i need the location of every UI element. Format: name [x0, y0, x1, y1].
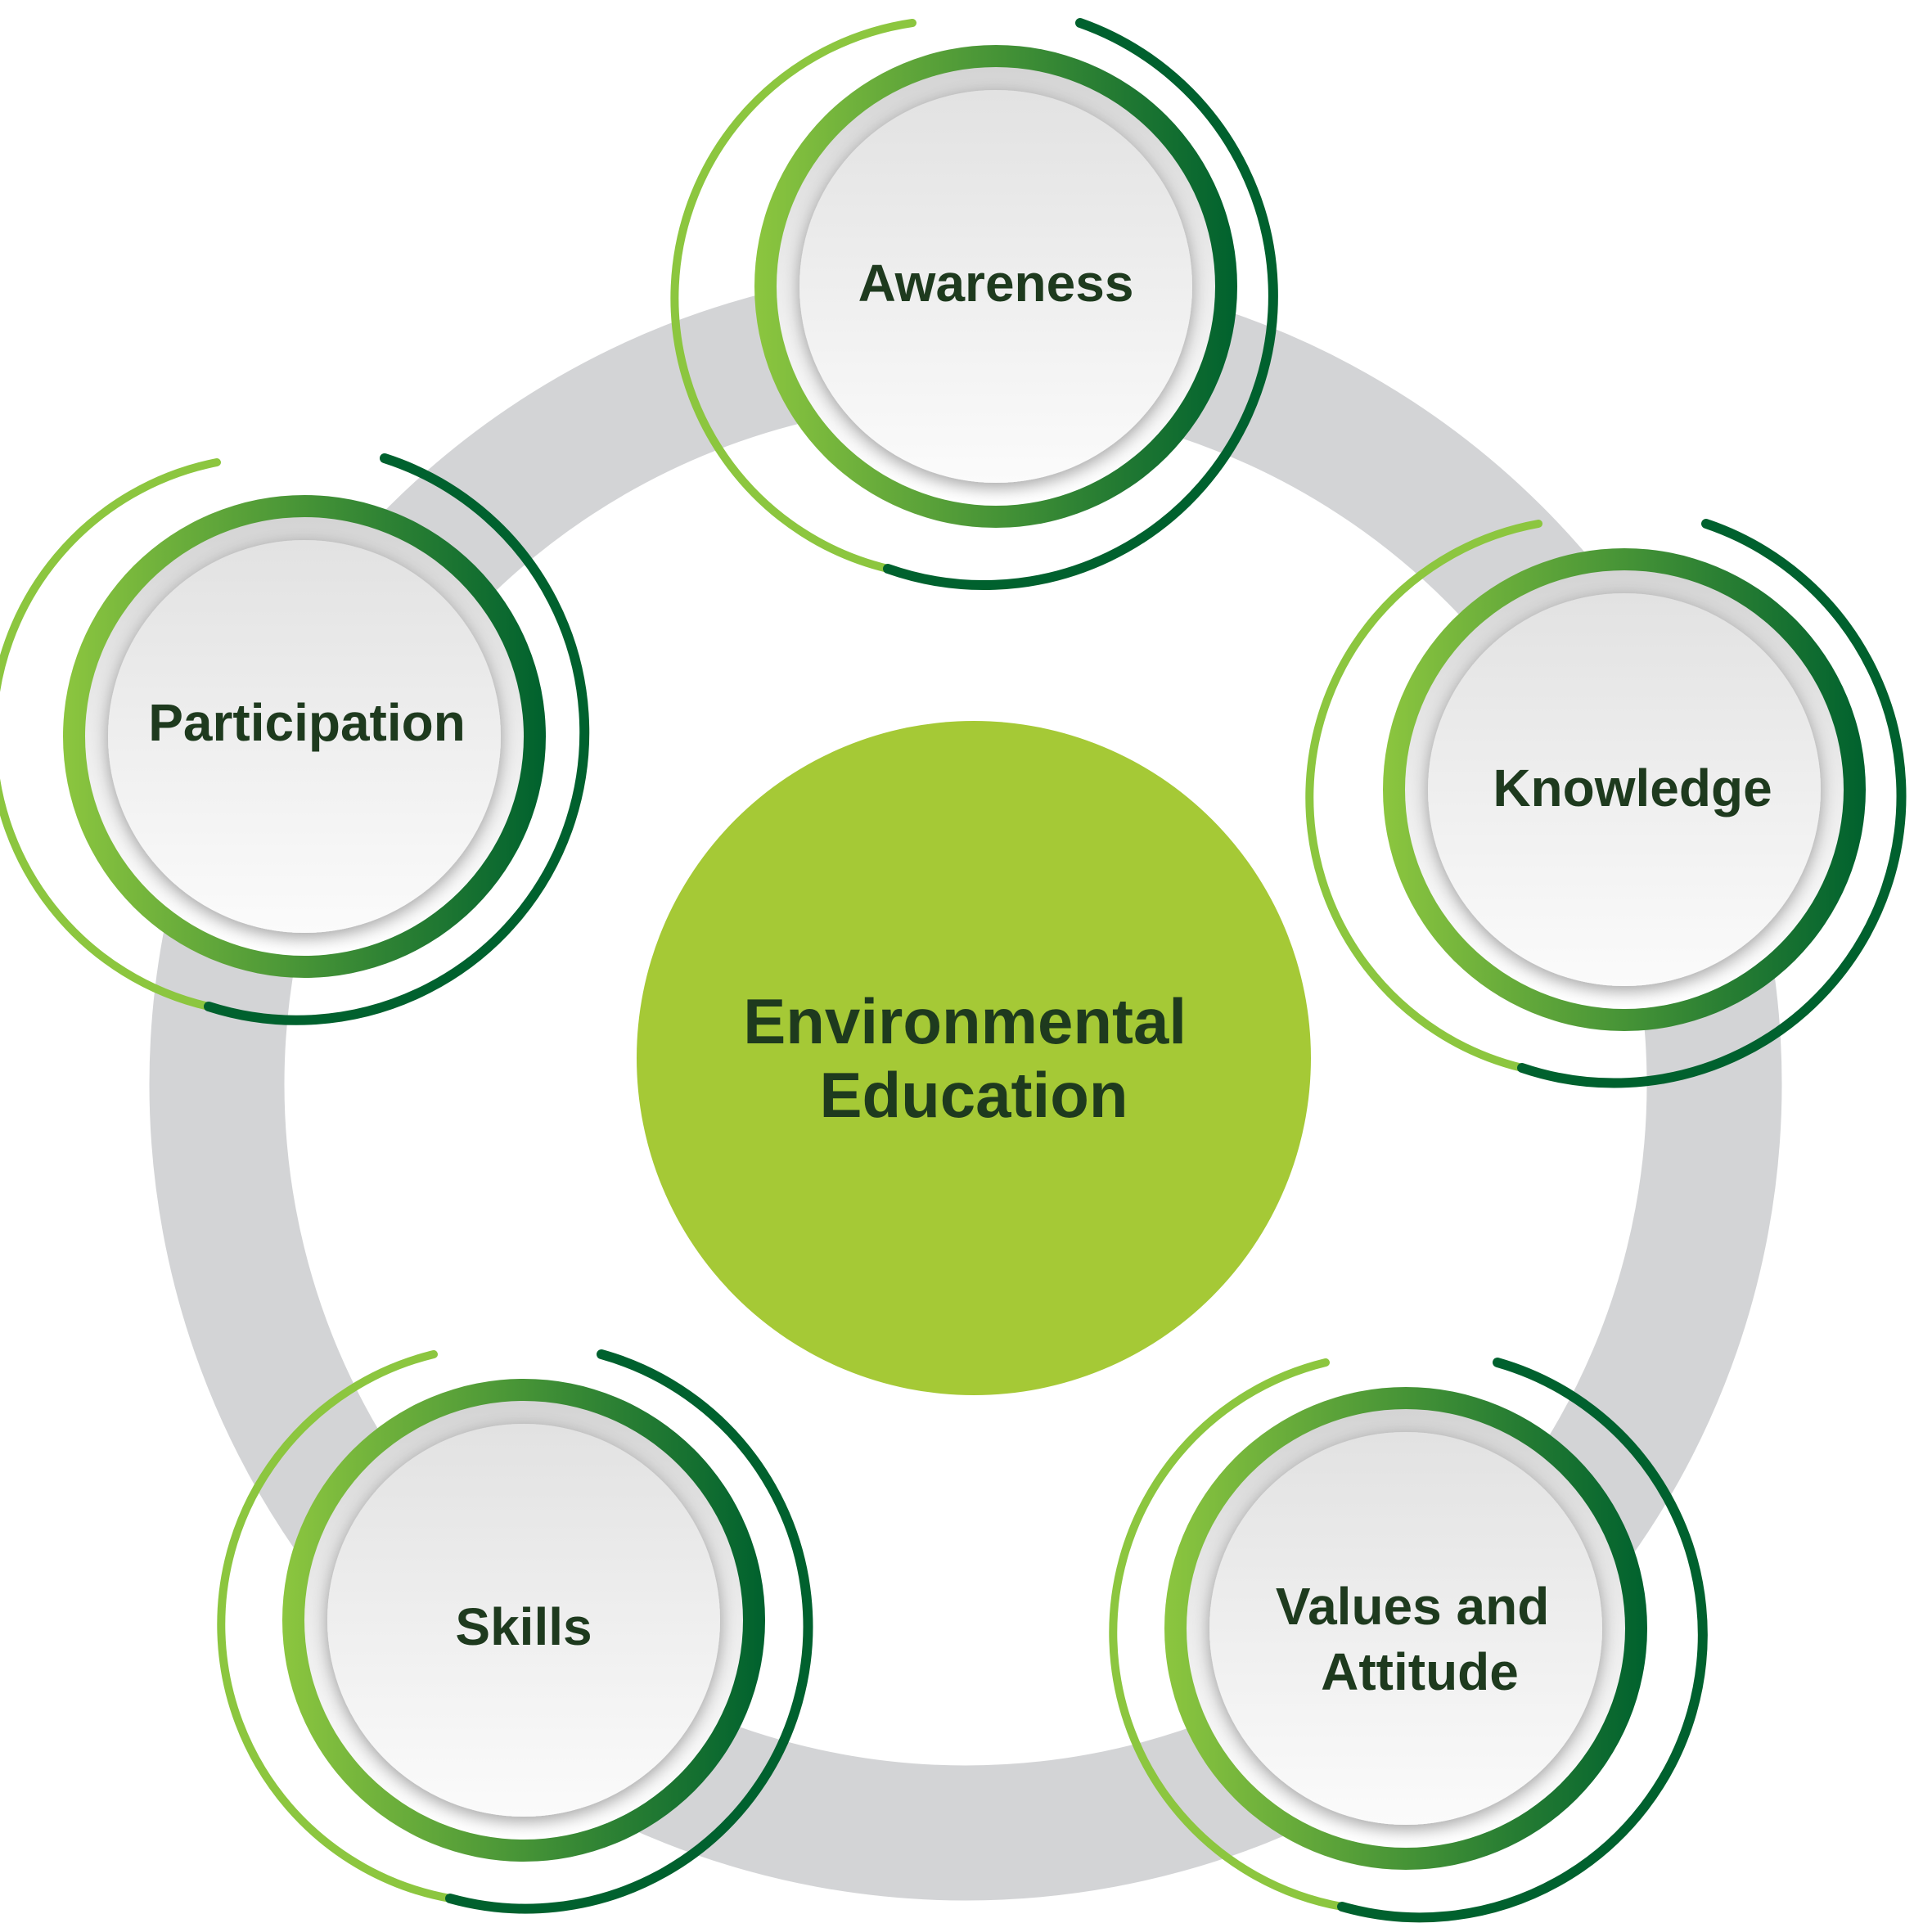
awareness-outer-arc-right — [883, 18, 1279, 591]
values-inner-disc — [1209, 1432, 1602, 1825]
node-knowledge: Knowledge — [1305, 519, 1907, 1088]
values-and-attitude-label: Values and Attitude — [1276, 1577, 1564, 1701]
awareness-label: Awareness — [858, 254, 1134, 313]
awareness-inner-disc — [799, 90, 1192, 483]
skills-outer-arc-left — [217, 1350, 454, 1903]
node-participation: Participation — [0, 453, 590, 1025]
node-awareness: Awareness — [670, 18, 1279, 591]
participation-inner-disc — [108, 540, 501, 933]
skills-outer-arc-right — [445, 1349, 813, 1914]
values-outer-arc-left — [1109, 1358, 1346, 1911]
center-label-line-2: Education — [819, 1059, 1128, 1131]
values-outer-arc-right — [1337, 1358, 1708, 1923]
knowledge-label: Knowledge — [1493, 759, 1772, 817]
skills-label: Skills — [455, 1597, 592, 1656]
participation-label: Participation — [148, 693, 466, 752]
participation-outer-arc-right — [204, 453, 590, 1025]
awareness-outer-arc-left — [670, 19, 916, 573]
center-label: Environmental Education — [743, 985, 1204, 1131]
skills-inner-disc — [327, 1424, 720, 1817]
participation-outer-arc-left — [0, 458, 221, 1011]
center-label-line-1: Environmental — [743, 985, 1187, 1057]
center-circle — [637, 721, 1311, 1395]
knowledge-outer-arc-left — [1305, 520, 1542, 1072]
knowledge-inner-disc — [1428, 593, 1821, 986]
knowledge-outer-arc-right — [1517, 519, 1907, 1088]
center-node: Environmental Education — [637, 721, 1311, 1395]
node-skills: Skills — [217, 1349, 813, 1914]
node-values-and-attitude: Values and Attitude — [1109, 1358, 1708, 1923]
